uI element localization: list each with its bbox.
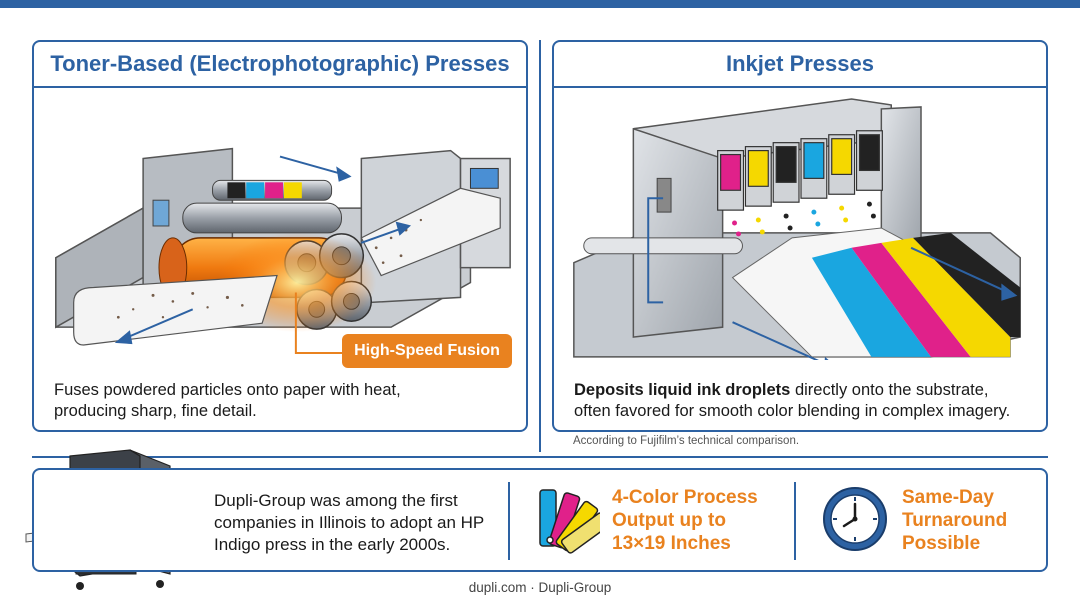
inkjet-desc-line-1: Deposits liquid ink droplets directly on… bbox=[574, 380, 1010, 401]
bottom-separator-2 bbox=[794, 482, 796, 560]
inkjet-desc-bold: Deposits liquid ink droplets bbox=[574, 381, 791, 399]
high-speed-fusion-callout: High-Speed Fusion bbox=[342, 334, 512, 368]
feature-4-color-process: 4-Color Process Output up to 13×19 Inche… bbox=[612, 486, 758, 555]
feature2-line-1: Same-Day bbox=[902, 487, 994, 508]
feature1-line-3: 13×19 Inches bbox=[612, 533, 731, 554]
toner-description: Fuses powdered particles onto paper with… bbox=[54, 380, 401, 422]
feature-same-day-turnaround: Same-Day Turnaround Possible bbox=[902, 486, 1007, 555]
panel-divider-vertical bbox=[539, 40, 541, 452]
feature2-line-2: Turnaround bbox=[902, 510, 1008, 531]
inkjet-press-illustration bbox=[573, 98, 1021, 360]
inkjet-panel-title: Inkjet Presses bbox=[554, 42, 1046, 88]
bottom-separator-1 bbox=[508, 482, 510, 560]
bottom-info-strip: Dupli-Group was among the first companie… bbox=[32, 468, 1048, 572]
dupli-group-fact: Dupli-Group was among the first companie… bbox=[214, 491, 484, 554]
source-note: According to Fujifilm’s technical compar… bbox=[573, 435, 800, 447]
toner-panel-title: Toner-Based (Electrophotographic) Presse… bbox=[34, 42, 526, 88]
clock-icon bbox=[823, 487, 887, 551]
footer-credit: dupli.com · Dupli-Group bbox=[468, 580, 612, 595]
inkjet-desc-line-2: often favored for smooth color blending … bbox=[574, 402, 1011, 420]
feature2-line-3: Possible bbox=[902, 533, 981, 554]
toner-desc-line-1: Fuses powdered particles onto paper with… bbox=[54, 381, 401, 399]
inkjet-description: Deposits liquid ink droplets directly on… bbox=[574, 380, 1010, 422]
color-swatch-fan-icon bbox=[539, 489, 600, 554]
feature1-line-2: Output up to bbox=[612, 510, 726, 531]
inkjet-desc-rest: directly onto the substrate, bbox=[790, 381, 989, 399]
toner-desc-line-2: producing sharp, fine detail. bbox=[54, 402, 257, 420]
top-accent-bar bbox=[0, 0, 1080, 8]
toner-panel: Toner-Based (Electrophotographic) Presse… bbox=[32, 40, 528, 432]
toner-press-illustration bbox=[55, 147, 511, 360]
inkjet-panel: Inkjet Presses bbox=[552, 40, 1048, 432]
feature1-line-1: 4-Color Process bbox=[612, 487, 758, 508]
section-divider-horizontal bbox=[32, 456, 1048, 458]
